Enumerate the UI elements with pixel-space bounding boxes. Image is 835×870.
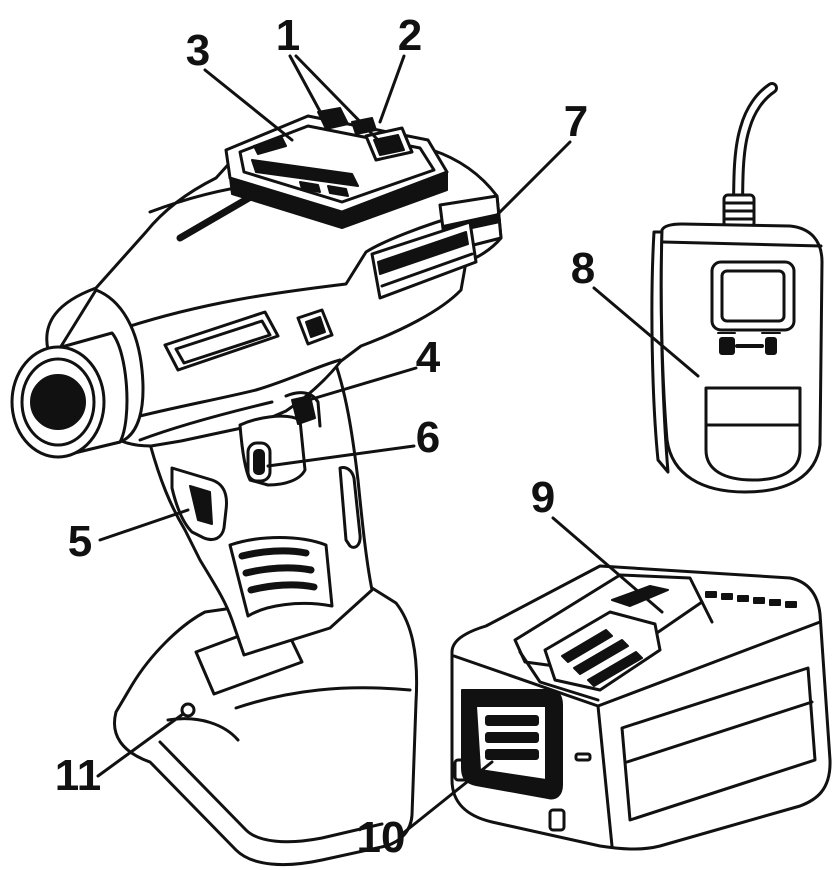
led-light-1: [253, 137, 287, 155]
leader-line-10: [400, 760, 494, 836]
chuck-bore: [30, 374, 86, 430]
driver-housing-lower-contour: [122, 358, 342, 422]
charger-lower-panel: [704, 386, 802, 482]
driver-foot-inner-contour: [158, 740, 384, 844]
battery-corner-edge: [596, 704, 614, 848]
callout-11: 11: [55, 751, 102, 800]
charger-indicator-right: [765, 337, 777, 355]
battery-vent-slot: [721, 593, 733, 600]
driver-grip-ridge-3: [247, 581, 318, 594]
driver-housing-mid-contour: [110, 210, 472, 334]
battery-vent-slot: [785, 601, 797, 608]
battery-side-panel-line: [625, 700, 814, 764]
driver-rear-vent-strip: [377, 231, 469, 275]
trigger-slot: [253, 449, 265, 475]
charger-strain-relief-ridges: [722, 201, 756, 221]
battery-latch-ridge: [485, 749, 539, 760]
mode-button-face: [373, 134, 405, 156]
callout-1: 1: [276, 11, 300, 60]
battery-terminal-slot-3: [587, 651, 643, 687]
callout-6: 6: [416, 413, 440, 462]
driver-foot: [113, 586, 419, 867]
battery-charger: [650, 82, 824, 494]
leader-line-6: [266, 444, 416, 468]
leader-line-7: [495, 140, 572, 217]
driver-rear-vent-line: [380, 252, 474, 288]
driver-side-window-inner: [174, 319, 272, 365]
led-light-2: [299, 181, 321, 193]
callout-labels: 1 2 3 4 5 6 7 8 9 10 11: [55, 11, 596, 862]
leader-line-3: [203, 68, 294, 142]
battery-foot-right: [548, 808, 566, 832]
led-light-3: [327, 185, 349, 197]
callout-10: 10: [357, 813, 406, 862]
leader-line-5: [98, 508, 190, 542]
battery-side-panel: [620, 666, 817, 822]
leader-line-1a: [288, 54, 324, 117]
leader-line-1b: [294, 54, 380, 142]
battery-rail-lines: [518, 600, 714, 702]
control-panel-inner: [238, 124, 436, 204]
leader-line-4: [300, 366, 418, 404]
direction-switch-housing: [284, 391, 322, 428]
battery-latch-ridge: [485, 732, 539, 743]
leader-line-9: [551, 516, 664, 614]
battery-vent-slot: [753, 597, 765, 604]
battery-terminal-slot-2: [573, 639, 629, 675]
driver-grip-area: [228, 536, 334, 618]
driver-grip-ridge-1: [238, 547, 310, 560]
driver-foot-crease: [234, 686, 412, 710]
battery-vent-slot: [705, 591, 717, 598]
charger-window: [720, 269, 786, 323]
battery-pack: [450, 564, 832, 851]
led-strip: [251, 159, 359, 187]
charger-top-lip: [661, 240, 823, 248]
driver-foot-dot: [180, 702, 196, 718]
battery-vent-slots: [705, 591, 797, 608]
driver-grip-ridge-2: [242, 564, 315, 577]
leader-line-11: [96, 712, 185, 778]
battery-vent-slot: [769, 599, 781, 606]
callout-2: 2: [398, 11, 422, 60]
charger-indicator-left: [719, 337, 735, 355]
leader-lines: [96, 54, 700, 836]
direction-switch: [291, 395, 316, 425]
charger-cable-fill: [735, 85, 775, 225]
driver-side-knob-slot: [305, 316, 326, 338]
driver-side-grip-strip: [189, 485, 213, 525]
battery-latch-ridge: [485, 715, 539, 726]
driver-housing-belly-line: [138, 400, 274, 442]
leader-line-8: [592, 286, 700, 378]
battery-terminal-slot-1: [561, 629, 613, 663]
callout-3: 3: [186, 26, 210, 75]
impact-driver: [10, 107, 503, 867]
callout-9: 9: [531, 473, 555, 522]
callout-4: 4: [416, 333, 441, 382]
battery-side-mark: [574, 752, 592, 762]
callout-5: 5: [68, 517, 92, 566]
leader-line-2: [378, 54, 406, 124]
callout-8: 8: [571, 244, 595, 293]
callout-7: 7: [564, 97, 588, 146]
driver-handle-side-strip: [338, 466, 362, 549]
mode-switch-left: [317, 107, 349, 130]
battery-vent-slot: [737, 595, 749, 602]
